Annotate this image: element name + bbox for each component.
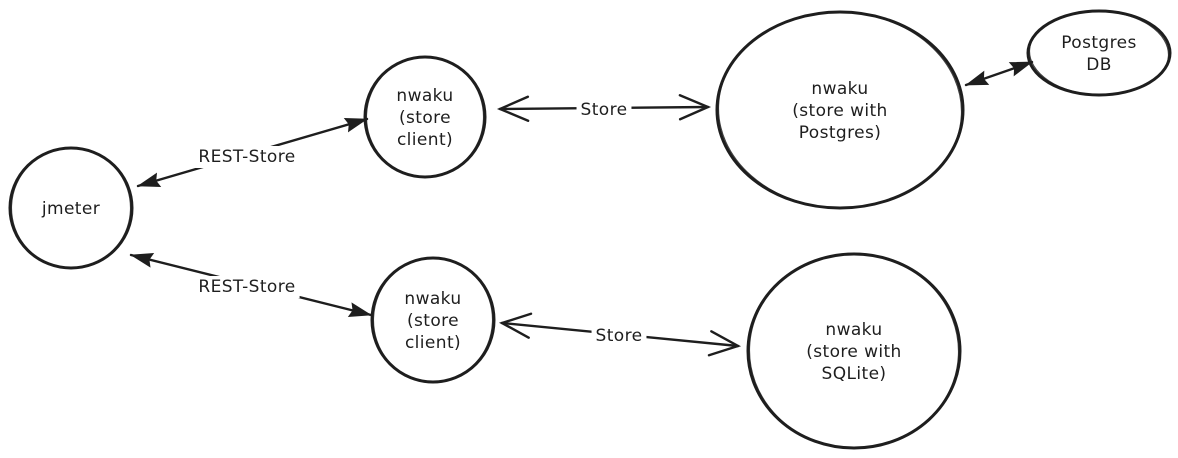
edge-label-bg <box>194 146 300 168</box>
arrowhead-vee <box>678 94 712 121</box>
edge-store-bottom: Store <box>498 312 742 357</box>
edge-label-bg <box>576 99 632 121</box>
edge-rest-store-top: REST-Store <box>136 117 369 188</box>
node-shape-sketch <box>365 56 485 178</box>
arrowhead-vee <box>498 312 533 339</box>
arrowhead-vee <box>496 95 530 122</box>
node-shape-sketch <box>10 147 132 269</box>
node-jmeter: jmeter <box>8 146 134 270</box>
edge-rest-store-bottom: REST-Store <box>129 253 373 317</box>
arrowhead-vee <box>707 330 742 357</box>
node-shape-sketch <box>1028 10 1170 96</box>
edge-label: REST-Store <box>198 277 295 297</box>
edge-label: Store <box>596 326 643 346</box>
node-label: jmeter <box>41 199 100 219</box>
node-shape-sketch <box>717 11 963 209</box>
node-shape <box>1026 9 1172 97</box>
node-shape-sketch <box>748 253 960 449</box>
node-shape-sketch <box>372 257 494 383</box>
edge-label: REST-Store <box>198 147 295 167</box>
arrowhead-solid <box>1008 61 1033 77</box>
arrowhead-solid <box>347 302 372 317</box>
arrowhead-solid <box>137 172 162 188</box>
arrowhead-solid <box>965 70 990 86</box>
edge-store-top: Store <box>496 94 712 122</box>
arrowhead-solid <box>343 117 368 133</box>
edge-postgres-link <box>964 60 1034 87</box>
edge-label-bg <box>194 276 300 298</box>
edge-label-bg <box>591 325 647 347</box>
arrowhead-solid <box>130 253 155 268</box>
edge-label: Store <box>581 100 628 120</box>
